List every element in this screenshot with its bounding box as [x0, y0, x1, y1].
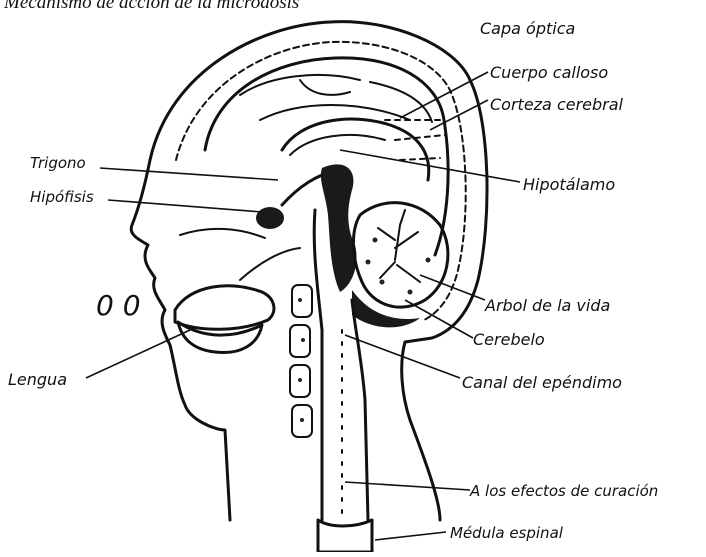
corpus-callosum	[282, 119, 429, 180]
label-trigono: Trigono	[30, 154, 86, 172]
brain-hemisphere	[205, 58, 448, 255]
ventricle-dark	[321, 164, 357, 292]
drops-glyph: 0 0	[96, 289, 141, 322]
corpus-callosum-inner	[290, 135, 385, 155]
cerebral-folds	[240, 75, 432, 122]
label-leaders	[86, 72, 520, 540]
cerebellum-dark-edge	[352, 290, 420, 327]
label-hipotalamo: Hipotálamo	[523, 175, 615, 194]
diagram-title: Mecanismo de acción de la microdosis	[4, 0, 299, 14]
palate	[240, 248, 300, 280]
spinal-cord-back	[352, 300, 368, 520]
label-medula-espinal: Médula espinal	[450, 524, 564, 542]
label-lengua: Lengua	[8, 370, 67, 389]
spinal-cord-base	[318, 520, 372, 552]
label-corteza-cerebral: Corteza cerebral	[490, 95, 624, 114]
label-cerebelo: Cerebelo	[473, 330, 545, 349]
oral-cavity	[175, 286, 274, 329]
face-profile	[131, 160, 230, 520]
label-a-los-efectos: A los efectos de curación	[469, 482, 658, 500]
label-hipofisis: Hipófisis	[30, 188, 94, 206]
vertebrae	[290, 285, 312, 437]
label-canal-del-ependimo: Canal del epéndimo	[462, 373, 622, 392]
nasal-cavity	[180, 229, 265, 238]
brainstem	[314, 210, 322, 520]
arbor-vitae	[378, 210, 420, 282]
label-cuerpo-calloso: Cuerpo calloso	[490, 63, 608, 82]
label-arbol-de-la-vida: Arbol de la vida	[484, 296, 610, 315]
label-capa-optica: Capa óptica	[480, 19, 575, 38]
pituitary-gland	[256, 207, 284, 229]
